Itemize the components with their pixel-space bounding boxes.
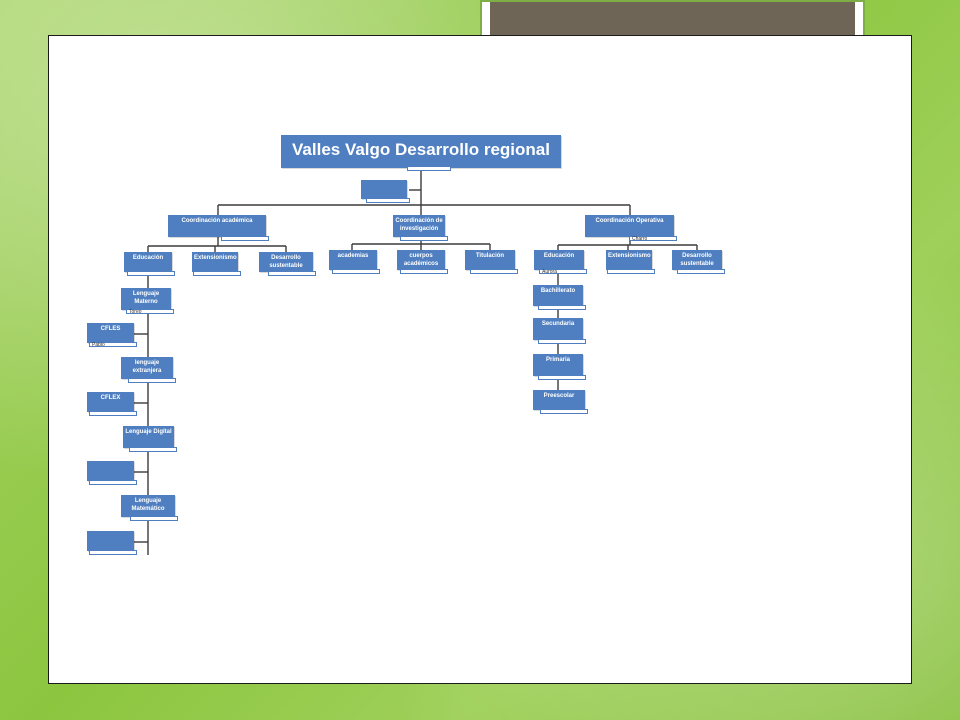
lenguaje-digital-name-field [129, 447, 177, 452]
coordinacion-academica-name-field [221, 236, 269, 241]
academias-label: academias [337, 253, 369, 259]
node-lenguaje-digital: Lenguaje Digital [123, 426, 177, 452]
educacion-label: Educación [132, 255, 164, 261]
node-coordinacion-operativa: Coordinación Operativa Charro [585, 215, 677, 242]
root-label: Valles Valgo Desarrollo regional [292, 140, 550, 159]
cflex-name-field [89, 411, 137, 416]
op-desarrollo-label: Desarrollo sustentable [680, 253, 714, 267]
op-educacion-label: Educación [543, 253, 575, 259]
coordinacion-operativa-label: Coordinación Operativa [595, 218, 664, 224]
preescolar-label: Preescolar [543, 393, 575, 399]
op-extensionismo-name-field [607, 269, 655, 274]
node-op-desarrollo-sustentable: Desarrollo sustentable [672, 250, 725, 274]
node-coordinacion-investigacion: Coordinación de investigación [393, 215, 448, 241]
node-coordinacion-academica: Coordinación académica [168, 215, 269, 241]
lenguaje-matematico-name-field [130, 516, 178, 521]
root-name-field [407, 166, 451, 171]
node-cflex: CFLEX [87, 392, 137, 416]
primaria-name-field [538, 375, 586, 380]
op-desarrollo-name-field [677, 269, 725, 274]
node-lenguaje-extranjera: lenguaje extranjera [121, 357, 176, 383]
secundaria-label: Secundaria [541, 321, 575, 327]
node-cfles: CFLES Pablo [87, 323, 137, 348]
op-educacion-name-field: Aurora [539, 269, 587, 275]
lenguaje-materno-name-field: Toreo [126, 309, 174, 315]
lenguaje-extranjera-label: lenguaje extranjera [132, 360, 162, 374]
assistant-node [361, 180, 410, 203]
desarrollo-sustentable-label: Desarrollo sustentable [269, 255, 303, 269]
extensionismo-name-field [193, 271, 241, 276]
cuerpos-academicos-label: cuerpos académicos [403, 253, 439, 267]
lenguaje-digital-label: Lenguaje Digital [125, 429, 172, 435]
node-extensionismo: Extensionismo [192, 252, 241, 276]
titulacion-name-field [470, 269, 518, 274]
op-extensionismo-label: Extensionismo [608, 253, 651, 259]
node-preescolar: Preescolar [533, 390, 588, 414]
tag-toreo: Toreo [129, 309, 142, 315]
root-node: Valles Valgo Desarrollo regional [281, 135, 561, 171]
bachillerato-name-field [538, 305, 586, 310]
secundaria-name-field [538, 339, 586, 344]
cflex-label: CFLEX [100, 395, 121, 401]
primaria-label: Primaria [545, 357, 570, 363]
coordinacion-operativa-name-field: Charro [629, 236, 677, 242]
node-secundaria: Secundaria [533, 318, 586, 344]
node-educacion: Educación [124, 252, 175, 276]
assistant-name-field [366, 198, 410, 203]
node-blank-1 [87, 461, 137, 485]
educacion-name-field [127, 271, 175, 276]
node-desarrollo-sustentable: Desarrollo sustentable [259, 252, 316, 276]
node-lenguaje-materno: Lenguaje Materno Toreo [121, 288, 174, 315]
desarrollo-sustentable-name-field [268, 271, 316, 276]
node-op-educacion: Educación Aurora [534, 250, 587, 275]
blank-2-name-field [89, 550, 137, 555]
titulacion-label: Titulación [475, 253, 505, 259]
node-academias: academias [329, 250, 380, 274]
tag-pablo: Pablo [92, 342, 105, 348]
cfles-name-field: Pablo [89, 342, 137, 348]
coordinacion-investigacion-name-field [400, 236, 448, 241]
academias-name-field [332, 269, 380, 274]
coordinacion-investigacion-label: Coordinación de investigación [395, 218, 443, 232]
lenguaje-extranjera-name-field [128, 378, 176, 383]
node-bachillerato: Bachillerato [533, 285, 586, 310]
cfles-label: CFLES [100, 326, 121, 332]
blank-1-name-field [89, 480, 137, 485]
node-blank-2 [87, 531, 137, 555]
node-cuerpos-academicos: cuerpos académicos [397, 250, 448, 274]
preescolar-name-field [540, 409, 588, 414]
node-op-extensionismo: Extensionismo [606, 250, 655, 274]
lenguaje-materno-label: Lenguaje Materno [132, 291, 160, 305]
cuerpos-academicos-name-field [400, 269, 448, 274]
node-primaria: Primaria [533, 354, 586, 380]
node-titulacion: Titulación [465, 250, 518, 274]
tag-charro: Charro [632, 236, 648, 242]
node-lenguaje-matematico: Lenguaje Matemático [121, 495, 178, 521]
lenguaje-matematico-label: Lenguaje Matemático [131, 498, 165, 512]
tag-aurora: Aurora [542, 269, 558, 275]
coordinacion-academica-label: Coordinación académica [181, 218, 253, 224]
bachillerato-label: Bachillerato [540, 288, 576, 294]
extensionismo-label: Extensionismo [194, 255, 237, 261]
